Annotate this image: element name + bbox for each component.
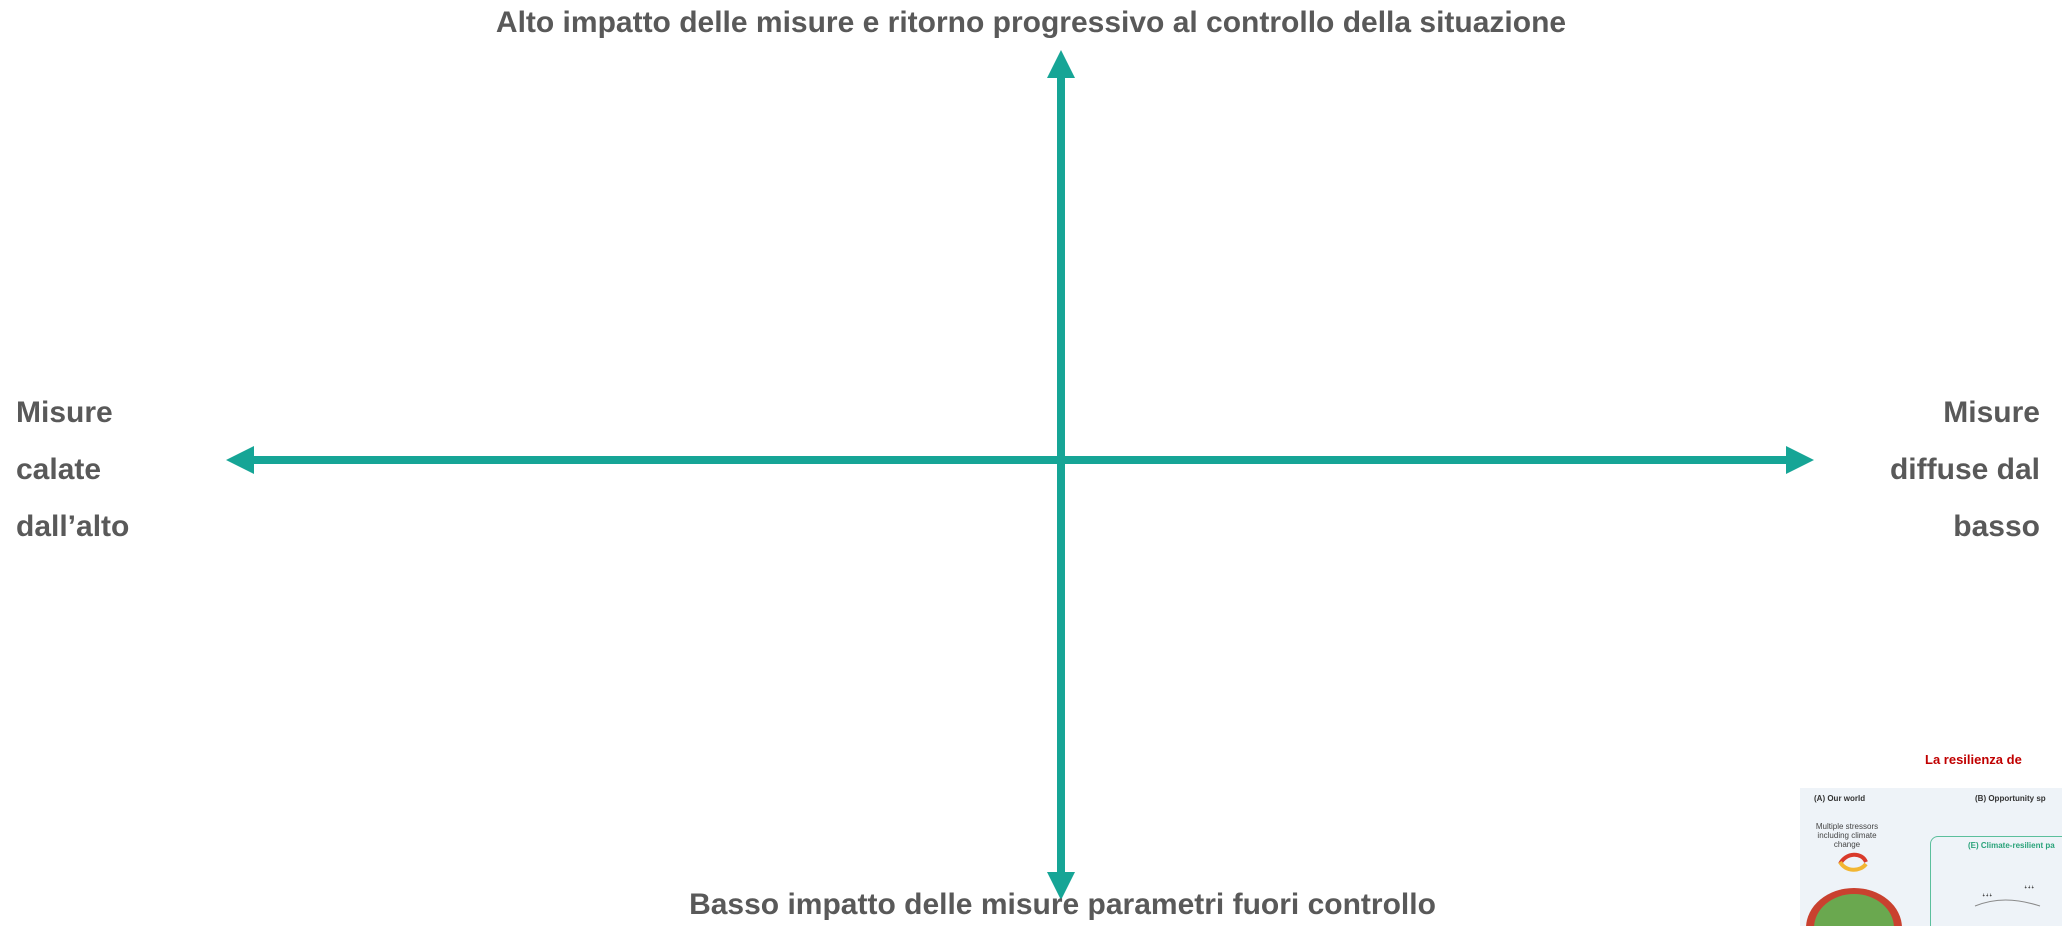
inset-stressors-label: Multiple stressors including climate cha… bbox=[1815, 822, 1879, 849]
left-label-line: dall’alto bbox=[16, 510, 130, 543]
left-label-line: calate bbox=[16, 453, 102, 486]
svg-text:ꜜꜜꜜ: ꜜꜜꜜ bbox=[1982, 893, 1993, 902]
right-label-line: diffuse dal bbox=[1889, 453, 2040, 486]
right-label-line: Misure bbox=[1943, 396, 2040, 429]
inset-panel-a-label: (A) Our world bbox=[1814, 794, 1866, 803]
arrow-up-icon bbox=[1047, 50, 1075, 78]
arrow-right-icon bbox=[1786, 446, 1814, 474]
top-axis-label: Alto impatto delle misure e ritorno prog… bbox=[495, 6, 1567, 39]
left-label-line: Misure bbox=[16, 396, 113, 429]
arrow-left-icon bbox=[226, 446, 254, 474]
left-axis-label: Misure calate dall’alto bbox=[16, 384, 129, 555]
inset-pathway-label: (E) Climate-resilient pa bbox=[1968, 841, 2055, 850]
right-label-line: basso bbox=[1953, 510, 2040, 543]
bottom-axis-label: Basso impatto delle misure parametri fuo… bbox=[689, 888, 1436, 921]
inset-figure-thumbnail[interactable]: La resilienza de (A) Our world (B) Oppor… bbox=[1800, 748, 2062, 926]
arrow-down-icon bbox=[1047, 872, 1075, 900]
right-axis-label: Misure diffuse dal basso bbox=[1890, 384, 2040, 555]
inset-panel-b-label: (B) Opportunity sp bbox=[1975, 794, 2046, 803]
svg-text:ꜜꜜꜜ: ꜜꜜꜜ bbox=[2024, 885, 2035, 894]
inset-globe-illustration: ꜜꜜꜜ ꜜꜜꜜ bbox=[1806, 852, 2041, 926]
inset-pathway-box bbox=[1930, 836, 2062, 926]
inset-figure-title: La resilienza de bbox=[1925, 752, 2022, 767]
